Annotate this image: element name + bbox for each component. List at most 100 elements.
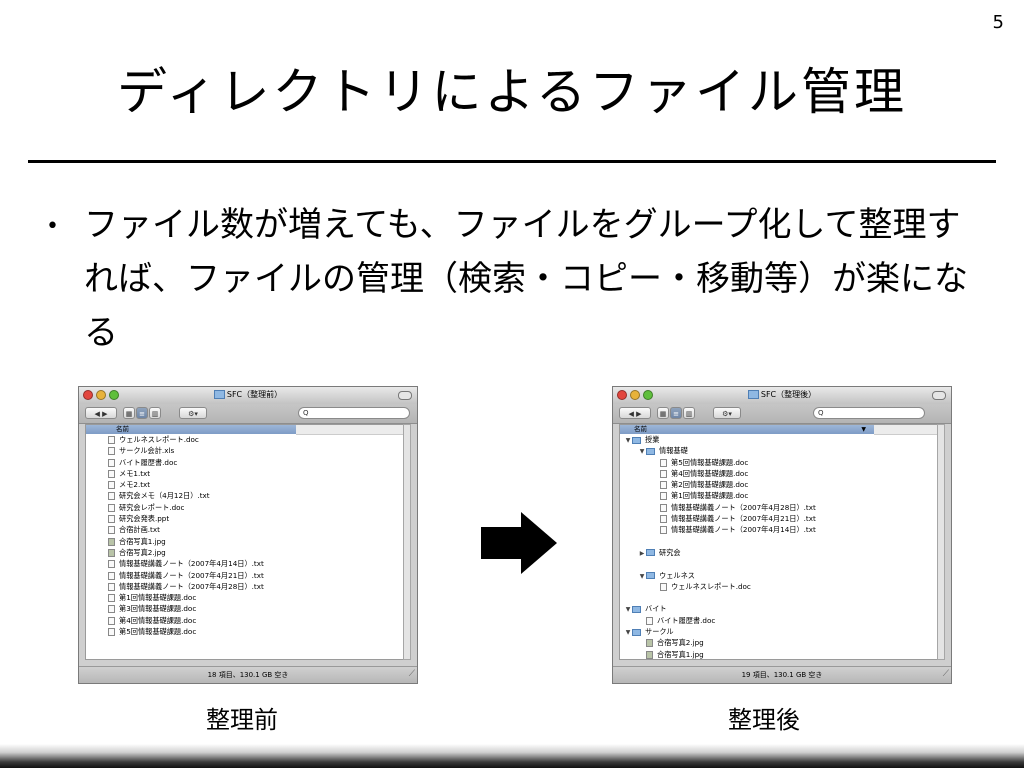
- action-menu-button[interactable]: ⚙▾: [179, 407, 207, 419]
- list-item[interactable]: 研究会レポート.doc: [86, 502, 404, 513]
- tree-item[interactable]: ▼情報基礎: [620, 445, 938, 456]
- file-name: 第1回情報基礎課題.doc: [671, 491, 749, 501]
- search-input[interactable]: Q: [298, 407, 410, 419]
- icon-view-button[interactable]: ▦: [657, 407, 669, 419]
- list-item[interactable]: 合宿写真1.jpg: [86, 536, 404, 547]
- action-menu-button[interactable]: ⚙▾: [713, 407, 741, 419]
- tree-item[interactable]: 第4回情報基礎課題.doc: [620, 468, 938, 479]
- file-name: 合宿写真1.jpg: [657, 649, 704, 659]
- disclosure-collapsed-icon[interactable]: ▶: [639, 549, 645, 557]
- minimize-button[interactable]: [630, 390, 640, 400]
- file-name: 情報基礎講義ノート（2007年4月14日）.txt: [671, 525, 816, 535]
- toolbar-toggle-button[interactable]: [932, 391, 946, 400]
- file-name: 第5回情報基礎課題.doc: [671, 457, 749, 467]
- file-name: 合宿写真2.jpg: [119, 547, 166, 557]
- slide-title: ディレクトリによるファイル管理: [117, 63, 907, 121]
- bullet-marker: •: [46, 214, 59, 239]
- tree-item[interactable]: ▼ウェルネス: [620, 570, 938, 581]
- page-number: 5: [992, 12, 1004, 33]
- list-item[interactable]: サークル会計.xls: [86, 445, 404, 456]
- icon-view-button[interactable]: ▦: [123, 407, 135, 419]
- file-name: 第4回情報基礎課題.doc: [119, 615, 197, 625]
- document-icon: [660, 492, 667, 501]
- window-titlebar[interactable]: SFC（整理前）: [79, 387, 417, 404]
- file-name: 研究会レポート.doc: [119, 502, 185, 512]
- folder-icon: [646, 549, 655, 557]
- disclosure-expanded-icon[interactable]: ▼: [625, 606, 631, 614]
- minimize-button[interactable]: [96, 390, 106, 400]
- file-name: 第4回情報基礎課題.doc: [671, 468, 749, 478]
- disclosure-expanded-icon[interactable]: ▼: [639, 572, 645, 580]
- close-button[interactable]: [617, 390, 627, 400]
- tree-item[interactable]: ウェルネスレポート.doc: [620, 581, 938, 592]
- tree-item[interactable]: ▼バイト: [620, 603, 938, 614]
- toolbar-toggle-button[interactable]: [398, 391, 412, 400]
- file-name: 第2回情報基礎課題.doc: [671, 480, 749, 490]
- folder-icon: [646, 447, 655, 455]
- list-item[interactable]: 合宿計画.txt: [86, 524, 404, 535]
- column-header-name[interactable]: 名前▼: [620, 425, 874, 434]
- list-item[interactable]: 第4回情報基礎課題.doc: [86, 615, 404, 626]
- sort-indicator-icon: ▼: [861, 426, 866, 433]
- caption-after: 整理後: [728, 706, 800, 734]
- tree-item[interactable]: 情報基礎講義ノート（2007年4月21日）.txt: [620, 513, 938, 524]
- disclosure-expanded-icon[interactable]: ▼: [625, 629, 631, 637]
- document-icon: [660, 582, 667, 591]
- image-icon: [646, 650, 653, 659]
- back-forward-button[interactable]: ◀ ▶: [619, 407, 651, 419]
- list-item[interactable]: 合宿写真2.jpg: [86, 547, 404, 558]
- tree-item[interactable]: 第2回情報基礎課題.doc: [620, 479, 938, 490]
- tree-item[interactable]: 合宿写真2.jpg: [620, 637, 938, 648]
- disclosure-expanded-icon[interactable]: ▼: [625, 437, 631, 444]
- resize-grip-icon[interactable]: ⟋: [408, 669, 415, 679]
- list-item[interactable]: ウェルネスレポート.doc: [86, 434, 404, 445]
- file-name: 合宿写真2.jpg: [657, 638, 704, 648]
- disclosure-expanded-icon[interactable]: ▼: [639, 448, 645, 456]
- tree-item[interactable]: 第1回情報基礎課題.doc: [620, 490, 938, 501]
- tree-item[interactable]: ▼サークル: [620, 626, 938, 637]
- document-icon: [108, 594, 115, 603]
- document-icon: [108, 560, 115, 569]
- list-item[interactable]: 第5回情報基礎課題.doc: [86, 626, 404, 637]
- list-view-button[interactable]: ≡: [670, 407, 682, 419]
- file-name: ウェルネスレポート.doc: [671, 581, 751, 591]
- list-item[interactable]: 研究会発表.ppt: [86, 513, 404, 524]
- zoom-button[interactable]: [109, 390, 119, 400]
- document-icon: [660, 469, 667, 478]
- column-header-name[interactable]: 名前▲: [86, 425, 326, 434]
- zoom-button[interactable]: [643, 390, 653, 400]
- file-name: 合宿写真1.jpg: [119, 536, 166, 546]
- column-view-button[interactable]: ▥: [149, 407, 161, 419]
- vertical-scrollbar[interactable]: [403, 424, 411, 660]
- list-view-button[interactable]: ≡: [136, 407, 148, 419]
- image-icon: [108, 537, 115, 546]
- list-item[interactable]: バイト履歴書.doc: [86, 457, 404, 468]
- search-input[interactable]: Q: [813, 407, 925, 419]
- tree-item[interactable]: 合宿写真1.jpg: [620, 649, 938, 659]
- tree-item[interactable]: バイト履歴書.doc: [620, 615, 938, 626]
- back-forward-button[interactable]: ◀ ▶: [85, 407, 117, 419]
- list-item[interactable]: メモ2.txt: [86, 479, 404, 490]
- column-view-button[interactable]: ▥: [683, 407, 695, 419]
- tree-item[interactable]: 情報基礎講義ノート（2007年4月28日）.txt: [620, 502, 938, 513]
- list-item[interactable]: 情報基礎講義ノート（2007年4月21日）.txt: [86, 570, 404, 581]
- close-button[interactable]: [83, 390, 93, 400]
- file-name: 第3回情報基礎課題.doc: [119, 604, 197, 614]
- document-icon: [108, 458, 115, 467]
- tree-item[interactable]: 情報基礎講義ノート（2007年4月14日）.txt: [620, 524, 938, 535]
- list-item[interactable]: 第1回情報基礎課題.doc: [86, 592, 404, 603]
- list-item[interactable]: 研究会メモ（4月12日）.txt: [86, 490, 404, 501]
- vertical-scrollbar[interactable]: [937, 424, 945, 660]
- tree-item[interactable]: ▼授業: [620, 434, 938, 445]
- list-item[interactable]: 情報基礎講義ノート（2007年4月28日）.txt: [86, 581, 404, 592]
- document-icon: [660, 503, 667, 512]
- list-item[interactable]: 第3回情報基礎課題.doc: [86, 603, 404, 614]
- tree-item[interactable]: ▶研究会: [620, 547, 938, 558]
- document-icon: [108, 436, 115, 444]
- search-icon: Q: [818, 409, 824, 417]
- window-titlebar[interactable]: SFC（整理後）: [613, 387, 951, 404]
- list-item[interactable]: メモ1.txt: [86, 468, 404, 479]
- resize-grip-icon[interactable]: ⟋: [942, 669, 949, 679]
- list-item[interactable]: 情報基礎講義ノート（2007年4月14日）.txt: [86, 558, 404, 569]
- tree-item[interactable]: 第5回情報基礎課題.doc: [620, 457, 938, 468]
